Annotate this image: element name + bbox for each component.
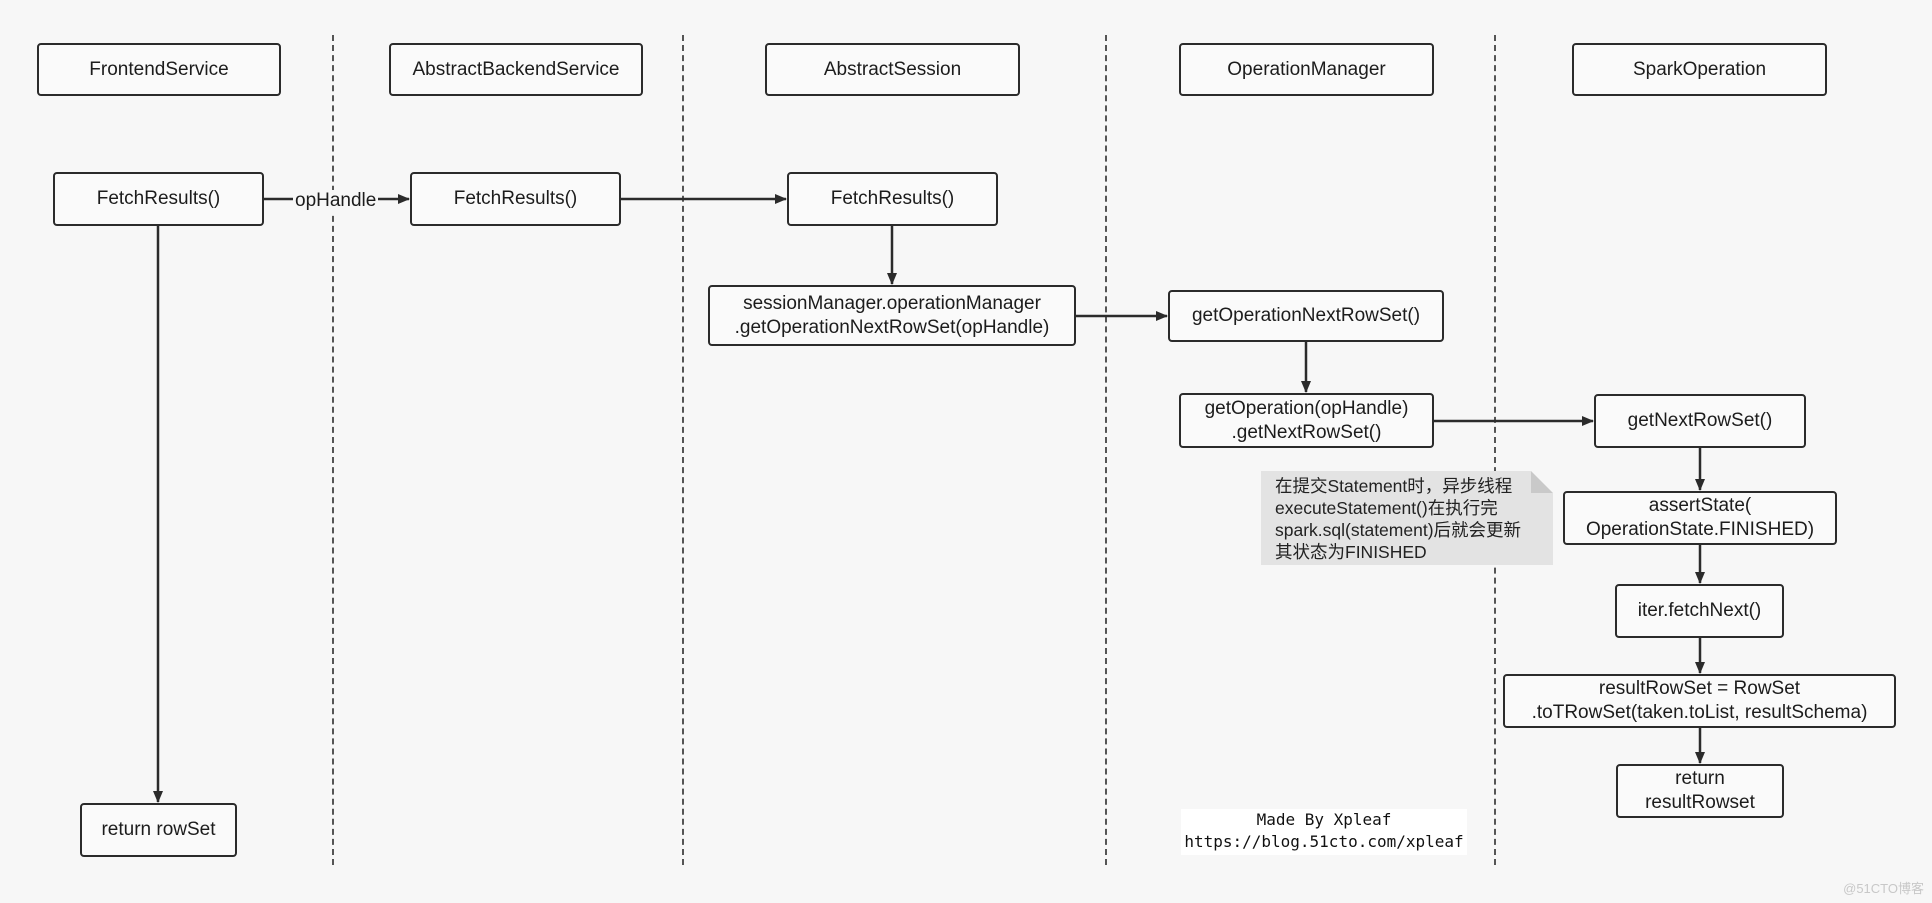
node-so-result-rowset: resultRowSet = RowSet .toTRowSet(taken.t… — [1503, 674, 1896, 728]
lane-separator — [332, 35, 334, 865]
lane-header-spark-operation: SparkOperation — [1572, 43, 1827, 96]
node-om-get-operation: getOperation(opHandle) .getNextRowSet() — [1179, 393, 1434, 448]
node-backend-fetch-results: FetchResults() — [410, 172, 621, 226]
node-so-return-result-rowset: return resultRowset — [1616, 764, 1784, 818]
node-session-get-operation-next-rowset-call: sessionManager.operationManager .getOper… — [708, 285, 1076, 346]
lane-separator — [682, 35, 684, 865]
node-om-get-operation-next-rowset: getOperationNextRowSet() — [1168, 290, 1444, 342]
lane-header-abstract-session: AbstractSession — [765, 43, 1020, 96]
node-so-assert-state: assertState( OperationState.FINISHED) — [1563, 491, 1837, 545]
note-state-finished: 在提交Statement时，异步线程 executeStatement()在执行… — [1261, 471, 1553, 565]
note-fold-corner — [1531, 471, 1553, 493]
watermark-text: @51CTO博客 — [1843, 881, 1924, 896]
credit-made-by: Made By Xpleaf https://blog.51cto.com/xp… — [1181, 809, 1467, 855]
node-so-iter-fetch-next: iter.fetchNext() — [1615, 584, 1784, 638]
lane-separator — [1494, 35, 1496, 865]
lane-header-operation-manager: OperationManager — [1179, 43, 1434, 96]
edge-label-ophandle: opHandle — [293, 190, 379, 212]
node-so-get-next-rowset: getNextRowSet() — [1594, 394, 1806, 448]
lane-header-frontend-service: FrontendService — [37, 43, 281, 96]
node-frontend-fetch-results: FetchResults() — [53, 172, 264, 226]
lane-separator — [1105, 35, 1107, 865]
node-session-fetch-results: FetchResults() — [787, 172, 998, 226]
node-frontend-return-rowset: return rowSet — [80, 803, 237, 857]
lane-header-abstract-backend-service: AbstractBackendService — [389, 43, 643, 96]
